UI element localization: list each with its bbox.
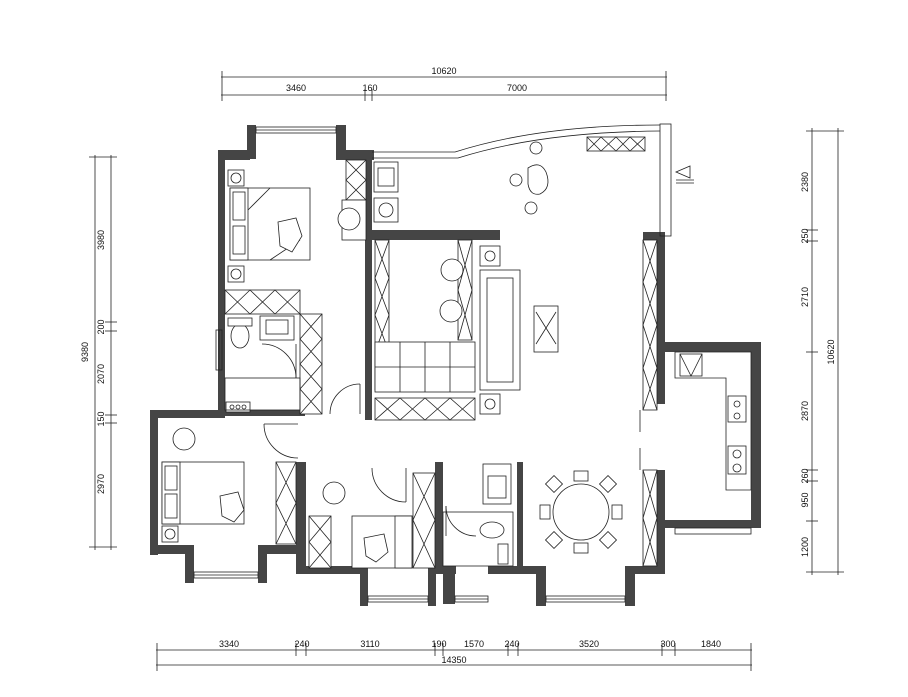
wardrobe-study-right [457, 239, 473, 341]
wardrobe-bedroom3-right [412, 472, 436, 569]
dim-left-1: 3980 [96, 230, 106, 250]
wardrobe-living-right-bottom [642, 469, 658, 567]
doors [261, 343, 641, 537]
balcony-cabinet [586, 136, 646, 152]
dim-left-total: 9380 [80, 342, 90, 362]
dim-right-7: 1200 [800, 537, 810, 557]
dimension-top: 10620 3460 160 7000 [221, 66, 667, 101]
chairs [172, 199, 464, 505]
dim-right-2: 250 [800, 228, 810, 243]
dim-left-2: 200 [96, 319, 106, 334]
dim-right-5: 260 [800, 468, 810, 483]
dim-right-6: 950 [800, 492, 810, 507]
wardrobe-master-bath-left [224, 289, 301, 315]
dim-top-1: 3460 [286, 83, 306, 93]
dim-top-2: 160 [362, 83, 377, 93]
dim-bottom-1: 3340 [219, 639, 239, 649]
windows [193, 123, 752, 603]
dim-bottom-total: 14350 [441, 655, 466, 665]
washbasin-top [373, 161, 399, 223]
dim-left-4: 150 [96, 411, 106, 426]
dim-bottom-4: 190 [431, 639, 446, 649]
dim-bottom-5: 1570 [464, 639, 484, 649]
balcony-lounge-chairs [509, 141, 549, 215]
dim-right-3: 2710 [800, 287, 810, 307]
bed-2 [161, 461, 245, 543]
dimension-bottom: 3340 240 3110 190 1570 240 3520 300 1840… [156, 639, 752, 671]
second-bathroom [442, 463, 514, 567]
dim-bottom-9: 1840 [701, 639, 721, 649]
walls [150, 125, 761, 606]
dimension-left: 3980 200 2070 150 2970 9380 [80, 155, 117, 550]
wardrobe-study-bottom [374, 397, 476, 421]
wardrobe-bedroom2 [275, 461, 297, 545]
master-bathroom [224, 315, 301, 413]
study-desk [374, 341, 476, 393]
sofa [479, 245, 521, 415]
dim-right-4: 2870 [800, 401, 810, 421]
coffee-table [533, 305, 559, 353]
master-bed [227, 169, 311, 283]
bed-3 [351, 515, 413, 569]
dimension-right: 2380 250 2710 2870 260 950 1200 10620 [800, 128, 844, 575]
dim-top-3: 7000 [507, 83, 527, 93]
dining-table [539, 470, 623, 554]
dim-left-3: 2070 [96, 364, 106, 384]
dim-bottom-3: 3110 [360, 639, 379, 649]
wardrobe-bedroom3-left [308, 515, 332, 569]
wardrobe-top-left [345, 159, 367, 201]
dim-left-5: 2970 [96, 474, 106, 494]
stair-symbol [674, 165, 694, 184]
kitchen-counter [674, 351, 752, 491]
dim-right-total: 10620 [826, 339, 836, 364]
dim-bottom-7: 3520 [579, 639, 599, 649]
dim-top-total: 10620 [431, 66, 456, 76]
dim-bottom-6: 240 [504, 639, 519, 649]
wardrobe-vertical-left [299, 313, 323, 415]
wardrobe-living-right-top [642, 239, 658, 411]
dim-right-1: 2380 [800, 172, 810, 192]
dim-bottom-8: 300 [660, 639, 675, 649]
dim-bottom-2: 240 [294, 639, 309, 649]
